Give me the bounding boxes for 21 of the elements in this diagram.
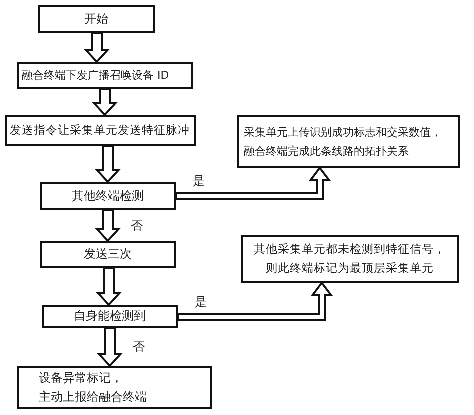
process-box: 发送指令让采集单元发送特征脉冲 (5, 115, 196, 146)
block-arrow (96, 327, 124, 368)
edge-label: 否 (132, 340, 146, 354)
process-box: 自身能检测到 (42, 305, 178, 328)
block-arrow (175, 166, 331, 200)
process-box: 开始 (38, 5, 155, 33)
edge-label: 是 (192, 174, 206, 188)
edge-label: 否 (130, 218, 144, 232)
process-box: 其他终端检测 (40, 182, 176, 210)
process-box: 其他采集单元都未检测到特征信号，则此终端标记为最顶层采集单元 (241, 235, 459, 283)
block-arrow (94, 145, 122, 184)
block-arrow (177, 281, 333, 321)
edge-label: 是 (194, 295, 208, 309)
block-arrow (92, 88, 118, 116)
block-arrow (84, 32, 110, 64)
block-arrow (96, 267, 122, 306)
process-box: 融合终端下发广播召唤设备 ID (17, 62, 193, 89)
process-box: 采集单元上传识别成功标志和交采数值，融合终端完成此条线路的拓扑关系 (237, 115, 460, 168)
process-box: 设备异常标记，主动上报给融合终端 (17, 366, 212, 409)
process-box: 发送三次 (40, 241, 176, 268)
block-arrow (94, 209, 122, 242)
